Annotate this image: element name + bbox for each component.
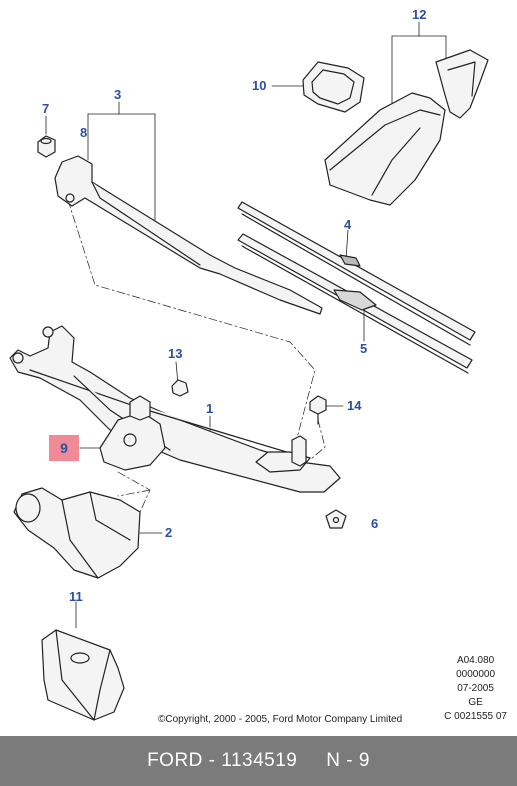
ref-line-2: 0000000: [456, 669, 496, 680]
callout-2: 2: [165, 525, 173, 540]
callout-1: 1: [206, 401, 214, 416]
callout-13: 13: [168, 346, 183, 361]
wiper-arm-part-3: [54, 155, 323, 315]
control-module-part-11: [41, 629, 125, 721]
footer-separator: -: [202, 750, 222, 771]
bracket-part-9: [99, 395, 166, 471]
callout-7: 7: [42, 101, 50, 116]
wiper-motor-part-2: [13, 487, 141, 579]
wiper-blade-part-5: [237, 233, 473, 374]
cowl-cover-part-12: [324, 49, 489, 206]
footer-brand: FORD: [147, 750, 203, 771]
footer-position: N - 9: [326, 750, 370, 771]
nut-part-13: [171, 379, 189, 397]
nut-part-7: [37, 135, 56, 158]
copyright-notice: ©Copyright, 2000 - 2005, Ford Motor Comp…: [158, 714, 403, 725]
callout-11: 11: [69, 589, 83, 604]
footer-gap: [297, 750, 326, 772]
callout-14: 14: [347, 398, 362, 413]
wiper-blade-part-4: [237, 201, 476, 346]
clip-part-6: [325, 509, 347, 529]
parts-diagram: [9, 21, 489, 721]
footer-bar: FORD - 1134519 N - 9: [0, 736, 517, 786]
ref-line-5: C 0021555 07: [444, 711, 507, 722]
footer-part-number: 1134519: [221, 750, 298, 771]
callout-6: 6: [371, 516, 379, 531]
drawing-reference: A04.080 0000000 07-2005 GE C 0021555 07: [444, 654, 507, 724]
bolt-part-14: [309, 395, 327, 425]
callout-8: 8: [80, 125, 88, 140]
ref-line-4: GE: [468, 697, 483, 708]
callout-3: 3: [114, 87, 122, 102]
callout-4: 4: [344, 217, 352, 232]
highlighted-callout-9: 9: [49, 435, 79, 461]
alignment-lines: [67, 199, 326, 513]
callout-12: 12: [412, 7, 427, 22]
callout-10: 10: [252, 78, 267, 93]
leader-lines: [45, 21, 447, 629]
ref-line-3: 07-2005: [457, 683, 494, 694]
ref-line-1: A04.080: [456, 655, 495, 666]
callout-5: 5: [360, 341, 368, 356]
grommet-part-10: [302, 61, 365, 113]
